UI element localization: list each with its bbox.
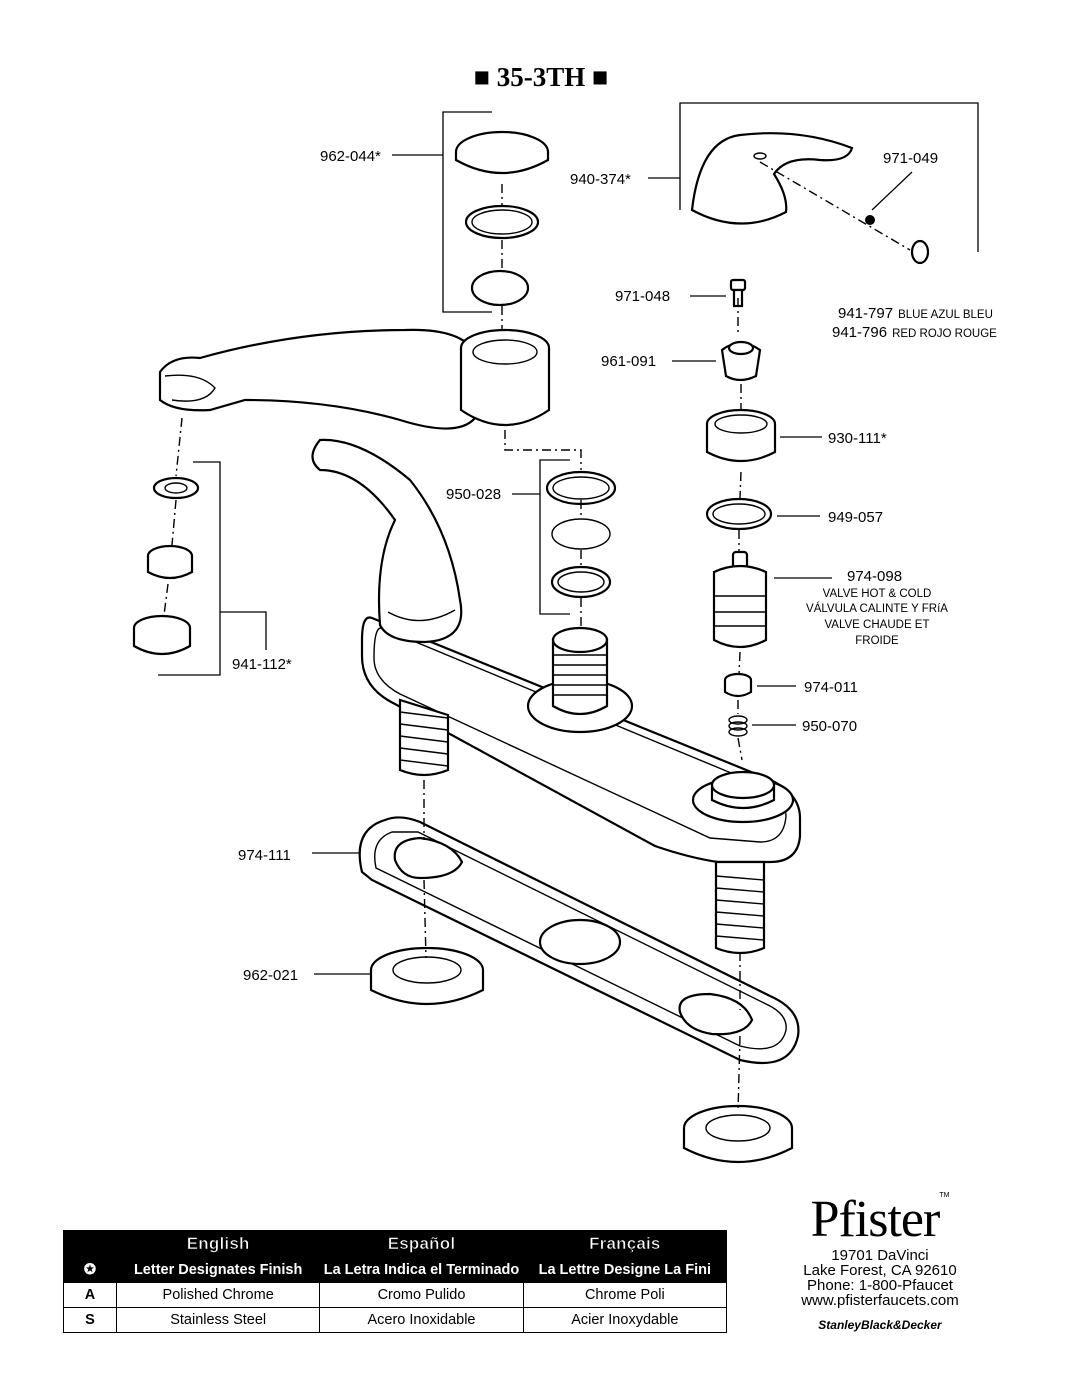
desc-english: Letter Designates Finish <box>115 1256 321 1283</box>
label-974-098-desc-2: VÁLVULA CALINTE Y FRíA <box>806 602 948 615</box>
label-950-070: 950-070 <box>802 718 857 735</box>
parent-company: StanleyBlack&Decker <box>818 1318 942 1332</box>
locknut-right <box>682 1104 794 1163</box>
adapter-961-091 <box>720 340 762 382</box>
finish-english: Polished Chrome <box>115 1282 321 1308</box>
desc-espanol: La Letra Indica el Terminado <box>319 1256 524 1283</box>
label-974-098-desc-4: FROIDE <box>855 635 899 647</box>
label-941-112: 941-112* <box>232 656 292 673</box>
nut-930-111 <box>705 408 777 462</box>
table-row: A Polished Chrome Cromo Pulido Chrome Po… <box>63 1282 728 1308</box>
group-brackets <box>158 102 979 676</box>
assembly-center-lines <box>163 161 911 1113</box>
label-950-028: 950-028 <box>446 486 501 503</box>
handle-940-374 <box>690 132 930 265</box>
cartridge-974-098 <box>712 550 768 649</box>
label-974-098: 974-098 <box>847 568 902 585</box>
finish-symbol-icon: ✪ <box>63 1256 117 1283</box>
finish-francais: Chrome Poli <box>522 1282 728 1308</box>
label-949-057: 949-057 <box>828 509 883 526</box>
leader-lines <box>312 171 913 975</box>
finish-code-table: English Español Français ✪ Letter Design… <box>63 1230 728 1333</box>
label-971-049: 971-049 <box>883 150 938 167</box>
o-rings-950-028 <box>545 470 617 599</box>
desc-francais: La Lettre Designe La Fini <box>522 1256 728 1283</box>
label-940-374: 940-374* <box>570 171 631 188</box>
finish-table-language-row: English Español Français <box>63 1230 728 1257</box>
brand-block: PfisterTM 19701 DaVinci Lake Forest, CA … <box>760 1191 1000 1333</box>
label-971-048: 971-048 <box>615 288 670 305</box>
o-ring-949-057 <box>705 497 773 531</box>
address-street: 19701 DaVinci <box>831 1247 929 1264</box>
address-city: Lake Forest, CA 92610 <box>803 1262 957 1279</box>
label-974-011: 974-011 <box>804 679 858 696</box>
faucet-deck <box>360 616 802 955</box>
finish-table-corner <box>63 1230 117 1257</box>
cap-parts <box>454 130 550 307</box>
brand-logo: PfisterTM <box>810 1191 950 1248</box>
finish-espanol: Cromo Pulido <box>319 1282 524 1308</box>
finish-code: A <box>63 1282 117 1308</box>
label-974-098-desc-3: VALVE CHAUDE ET <box>824 619 929 631</box>
website-url: www.pfisterfaucets.com <box>801 1292 959 1309</box>
label-974-098-desc-1: VALVE HOT & COLD <box>823 588 932 600</box>
lever-handle <box>311 438 463 644</box>
deck-gasket <box>358 816 800 1065</box>
seat-974-011 <box>723 672 753 698</box>
finish-table-description-row: ✪ Letter Designates Finish La Letra Indi… <box>63 1256 728 1283</box>
phone-number: Phone: 1-800-Pfaucet <box>807 1277 953 1294</box>
locknut-left <box>369 946 485 1005</box>
finish-code: S <box>63 1307 117 1333</box>
label-961-091: 961-091 <box>601 353 656 370</box>
aerator-parts <box>132 476 200 656</box>
label-962-021: 962-021 <box>243 967 298 984</box>
model-title: ■ 35-3TH ■ <box>474 62 609 92</box>
header-francais: Français <box>522 1230 728 1257</box>
part-labels: 962-044* 940-374* 971-049 971-048 941-79… <box>232 148 997 984</box>
header-espanol: Español <box>319 1230 524 1257</box>
finish-espanol: Acero Inoxidable <box>319 1307 524 1333</box>
spring-950-070 <box>728 715 748 737</box>
label-930-111: 930-111* <box>828 430 887 447</box>
label-962-044: 962-044* <box>320 148 381 165</box>
header-english: English <box>115 1230 321 1257</box>
table-row: S Stainless Steel Acero Inoxidable Acier… <box>63 1307 728 1333</box>
finish-english: Stainless Steel <box>115 1307 321 1333</box>
spout <box>158 328 477 430</box>
finish-francais: Acier Inoxydable <box>522 1307 728 1333</box>
label-974-111: 974-111 <box>238 847 291 864</box>
